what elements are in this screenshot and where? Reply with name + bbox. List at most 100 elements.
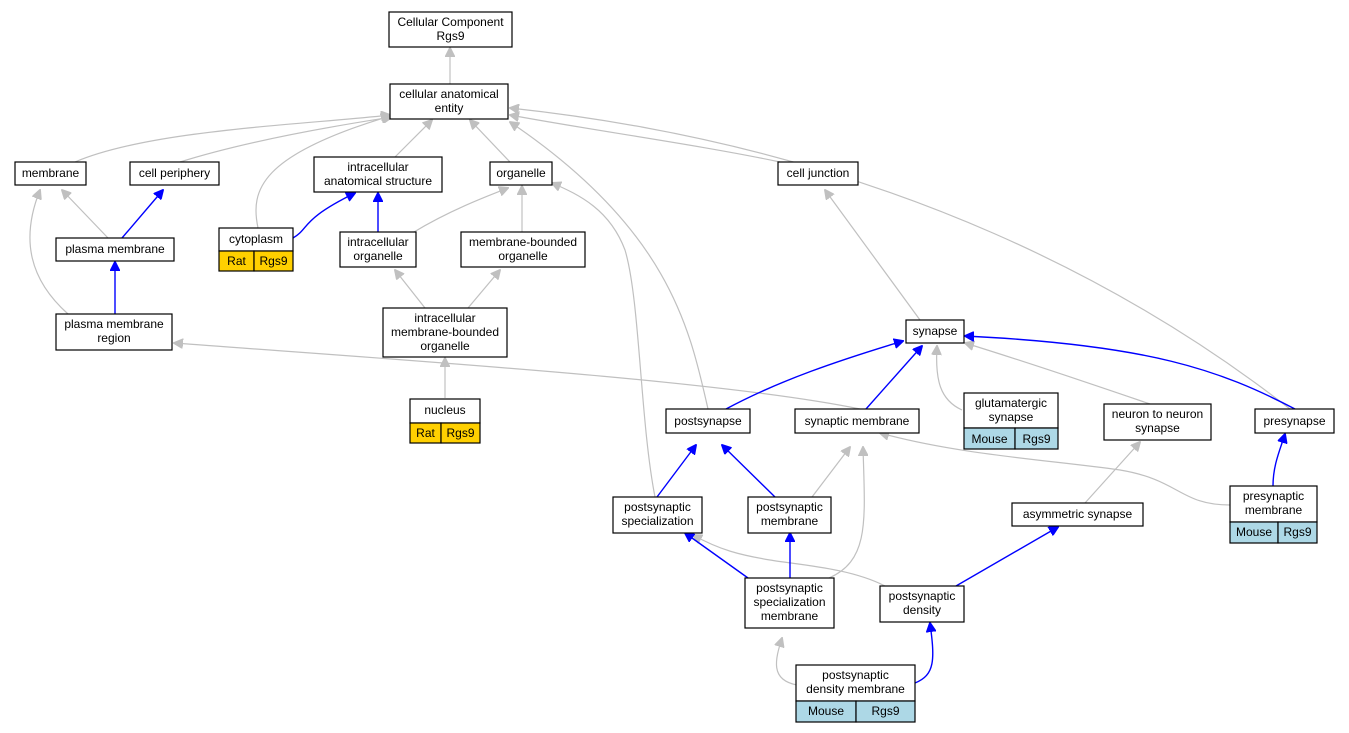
gene-cell — [440, 422, 481, 444]
node-label-line: plasma membrane — [64, 317, 164, 331]
node-presynapse[interactable]: presynapse — [1254, 408, 1335, 434]
node-plasma-membrane-region[interactable]: plasma membrane region — [55, 313, 173, 351]
node-label-line: membrane-bounded — [391, 325, 499, 339]
node-organelle[interactable]: organelle — [489, 161, 553, 186]
node-label-line: cytoplasm — [229, 232, 283, 246]
gene-cell — [1014, 427, 1059, 450]
node-label-line: postsynaptic — [624, 500, 691, 514]
node-label-line: plasma membrane — [65, 242, 165, 256]
node-postsynaptic-specialization[interactable]: postsynaptic specialization — [612, 496, 703, 534]
node-postsynaptic-density[interactable]: postsynaptic density — [879, 585, 965, 623]
node-label-line: intracellular — [414, 311, 475, 325]
edge-psdm-to-psd — [914, 623, 933, 684]
species-label: Mouse — [808, 704, 844, 718]
node-label-line: anatomical structure — [324, 174, 432, 188]
node-label-line: glutamatergic — [975, 396, 1047, 410]
edge-membrane-to-cae — [74, 115, 390, 163]
node-label-line: membrane-bounded — [469, 235, 577, 249]
node-nucleus[interactable]: nucleus Rat Rgs9 — [409, 398, 481, 444]
node-label-line: organelle — [420, 339, 470, 353]
edge-cytoplasm-to-ias — [292, 193, 355, 239]
node-label-line: postsynaptic — [822, 668, 889, 682]
node-label-line: presynapse — [1263, 414, 1325, 428]
edge-postsynapse-to-cae — [510, 122, 709, 410]
node-label-line: postsynapse — [674, 414, 742, 428]
species-label: Rat — [227, 254, 246, 268]
node-label-line: intracellular — [347, 160, 408, 174]
edge-plasmamembrane-to-cellperiphery — [121, 190, 163, 239]
node-membrane-bounded-organelle[interactable]: membrane-bounded organelle — [460, 231, 586, 268]
node-label-line: organelle — [496, 166, 546, 180]
node-cell-junction[interactable]: cell junction — [777, 161, 859, 186]
edge-synmembrane-to-synapse — [865, 346, 922, 410]
node-postsynaptic-density-membrane[interactable]: postsynaptic density membrane Mouse Rgs9 — [795, 664, 916, 723]
node-intracellular-membrane-bounded-organelle[interactable]: intracellular membrane-bounded organelle — [382, 307, 508, 358]
gene-cell — [1277, 521, 1318, 544]
gene-label: Rgs9 — [446, 426, 474, 440]
node-label-line: membrane — [1245, 503, 1303, 517]
node-label-line: specialization — [753, 595, 825, 609]
node-intracellular-organelle[interactable]: intracellular organelle — [339, 231, 417, 268]
node-cellular-anatomical-entity[interactable]: cellular anatomical entity — [389, 83, 509, 120]
node-label-line: density — [903, 603, 941, 617]
edge-presynapse-to-cae — [510, 108, 1291, 410]
node-membrane[interactable]: membrane — [14, 161, 87, 186]
node-cellular-component-rgs9[interactable]: Cellular Component Rgs9 — [388, 11, 513, 48]
node-postsynapse[interactable]: postsynapse — [665, 408, 751, 434]
node-glutamatergic-synapse[interactable]: glutamatergic synapse Mouse Rgs9 — [963, 392, 1059, 450]
node-label-line: membrane — [761, 609, 819, 623]
node-label-line: cellular anatomical — [399, 87, 498, 101]
edge-cytoplasm-to-cae — [255, 116, 390, 229]
node-label-line: specialization — [621, 514, 693, 528]
node-asymmetric-synapse[interactable]: asymmetric synapse — [1011, 502, 1144, 527]
node-intracellular-anatomical-structure[interactable]: intracellular anatomical structure — [313, 156, 443, 193]
edge-glutamatergic-to-synapse — [937, 346, 963, 411]
edge-postmembrane-to-synmembrane — [811, 447, 850, 498]
node-postsynaptic-specialization-membrane[interactable]: postsynaptic specialization membrane — [744, 577, 835, 629]
species-label: Mouse — [971, 432, 1007, 446]
node-plasma-membrane[interactable]: plasma membrane — [55, 237, 175, 262]
node-label-line: entity — [435, 101, 464, 115]
edge-plasmamembrane-to-membrane — [62, 190, 109, 239]
gene-label: Rgs9 — [1022, 432, 1050, 446]
edge-presynapse-to-synapse — [965, 336, 1296, 410]
node-synaptic-membrane[interactable]: synaptic membrane — [794, 408, 920, 434]
edge-postsynapse-to-synapse — [725, 341, 903, 410]
gene-cell — [253, 250, 294, 272]
edge-io-to-organelle — [413, 188, 508, 233]
node-label-line: cell junction — [787, 166, 850, 180]
edge-psd-to-postspec — [693, 535, 886, 587]
node-label-line: organelle — [498, 249, 548, 263]
node-label-line: region — [97, 331, 130, 345]
edge-imbo-to-io — [395, 270, 426, 309]
node-postsynaptic-membrane[interactable]: postsynaptic membrane — [747, 496, 832, 534]
edge-presynmembrane-to-synmembrane — [880, 433, 1231, 506]
species-label: Rat — [416, 426, 435, 440]
edge-organelle-to-cae — [470, 120, 511, 163]
node-cytoplasm[interactable]: cytoplasm Rat Rgs9 — [218, 227, 294, 272]
node-label-line: density membrane — [806, 682, 905, 696]
node-label-line: synapse — [989, 410, 1034, 424]
node-presynaptic-membrane[interactable]: presynaptic membrane Mouse Rgs9 — [1229, 485, 1318, 544]
gene-cell — [855, 700, 916, 723]
species-label: Mouse — [1236, 525, 1272, 539]
node-label-line: synapse — [1135, 421, 1180, 435]
edge-psd-to-asym — [955, 527, 1058, 587]
edge-imbo-to-mbo — [467, 270, 500, 309]
edge-postmembrane-to-postsynapse — [722, 445, 776, 498]
node-label-line: nucleus — [424, 403, 465, 417]
node-synapse[interactable]: synapse — [905, 319, 965, 344]
node-label-line: postsynaptic — [756, 500, 823, 514]
edge-pmr-to-membrane — [29, 190, 69, 315]
node-cell-periphery[interactable]: cell periphery — [129, 161, 220, 186]
edge-synmembrane-to-pmr — [174, 343, 861, 410]
node-label-line: organelle — [353, 249, 403, 263]
edge-synapse-to-celljunction — [825, 190, 921, 321]
node-label-line: Cellular Component — [397, 15, 504, 29]
nodes: Cellular Component Rgs9 cellular anatomi… — [14, 11, 1335, 723]
node-neuron-to-neuron-synapse[interactable]: neuron to neuron synapse — [1103, 403, 1212, 441]
edge-postspec-to-organelle — [552, 183, 656, 498]
node-label-line: cell periphery — [139, 166, 210, 180]
gene-label: Rgs9 — [1283, 525, 1311, 539]
